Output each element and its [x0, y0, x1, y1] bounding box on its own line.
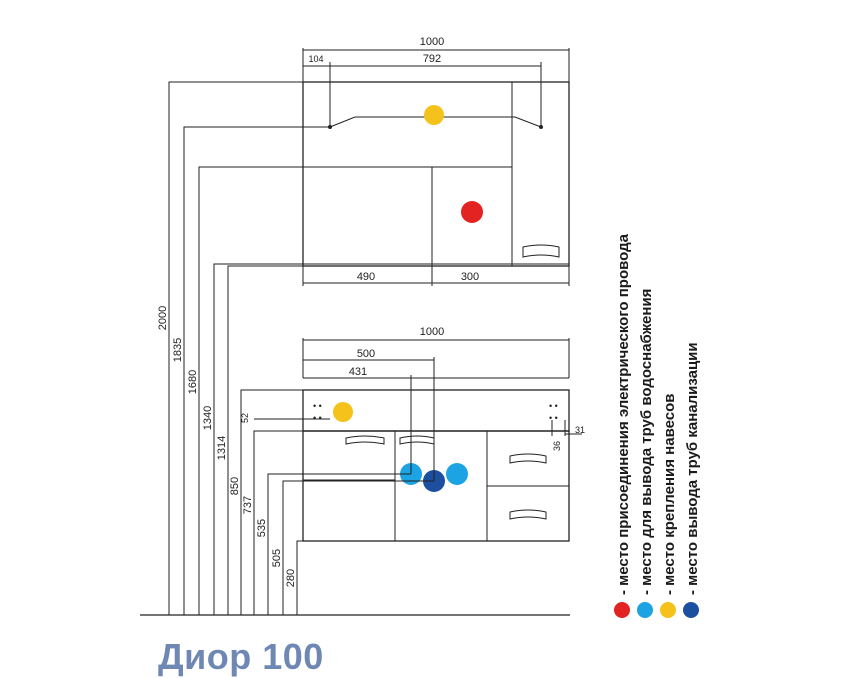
top-cabinet-outline	[302, 81, 570, 267]
electric-connection-mark	[461, 201, 483, 223]
legend-text-drain: - место вывода труб канализации	[684, 342, 701, 595]
vanity-handle-1	[345, 435, 385, 445]
top-section-right-label: 300	[461, 271, 479, 283]
top-offset-label: 104	[308, 54, 323, 64]
height-2000: 2000	[157, 306, 169, 330]
product-title: Диор 100	[158, 636, 324, 677]
top-section-left-label: 490	[357, 271, 375, 283]
svg-text:• •: • •	[313, 413, 322, 423]
svg-text:• •: • •	[549, 401, 558, 411]
top-handle	[522, 244, 560, 258]
top-hanger-mark	[424, 105, 444, 125]
height-505: 505	[271, 549, 283, 567]
hole-31-label: 31	[575, 425, 585, 435]
vanity-handle-4	[509, 509, 547, 520]
bottom-width-label: 1000	[420, 326, 444, 338]
height-1680: 1680	[187, 370, 199, 394]
legend: - место присоединения электрического про…	[614, 233, 701, 618]
height-535: 535	[256, 519, 268, 537]
bottom-cabinet: • • • • • • • •	[302, 377, 570, 542]
legend-dot-water	[637, 602, 653, 618]
water-pipe-mark-right	[446, 463, 468, 485]
vanity-handle-3	[509, 453, 547, 464]
svg-text:• •: • •	[313, 401, 322, 411]
height-1835: 1835	[172, 338, 184, 362]
bottom-center-label: 500	[357, 348, 375, 360]
top-width-label: 1000	[420, 36, 444, 48]
top-cabinet	[302, 81, 570, 267]
top-dimensions: 1000 104 792 490 300	[302, 36, 570, 286]
legend-text-electric: - место присоединения электрического про…	[615, 233, 632, 595]
bottom-dimensions: 1000 500 431 52 36 31	[240, 326, 585, 481]
hole-36-label: 36	[552, 441, 562, 451]
legend-text-hanger: - место крепления навесов	[661, 394, 678, 595]
hole-52-label: 52	[240, 413, 250, 423]
top-mount-span-label: 792	[423, 53, 441, 65]
vanity-handle-2	[399, 435, 435, 445]
legend-text-water: - место для вывода труб водоснабжения	[638, 289, 655, 595]
bottom-pipe-label: 431	[349, 366, 367, 378]
height-737: 737	[242, 496, 254, 514]
height-dimensions: 2000 1835 1680 1340 1314 850 737 535 505…	[157, 81, 434, 615]
height-1340: 1340	[202, 406, 214, 430]
legend-dot-electric	[614, 602, 630, 618]
bottom-hanger-mark	[333, 402, 353, 422]
height-850: 850	[229, 477, 241, 495]
svg-text:• •: • •	[549, 413, 558, 423]
height-280: 280	[285, 569, 297, 587]
height-1314: 1314	[216, 436, 228, 460]
legend-dot-hanger	[660, 602, 676, 618]
legend-dot-drain	[683, 602, 699, 618]
